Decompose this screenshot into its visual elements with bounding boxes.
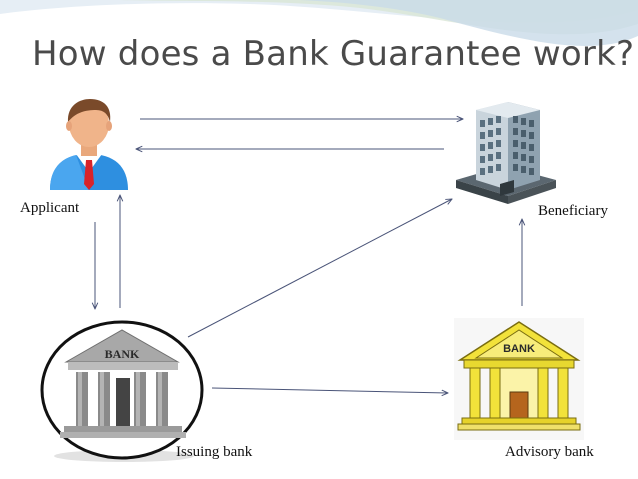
beneficiary-node (452, 96, 562, 216)
advisory-bank-node: BANK (454, 318, 584, 445)
beneficiary-label: Beneficiary (538, 203, 608, 219)
issuing-bank-sign: BANK (105, 347, 140, 361)
advisory-bank-label: Advisory bank (505, 444, 594, 460)
header-swoosh (0, 0, 638, 47)
bank-building-icon: BANK (40, 320, 204, 462)
arrow-issuing-bank-to-advisory-bank (211, 387, 448, 393)
applicant-node (46, 96, 132, 197)
issuing-bank-node: BANK (38, 316, 210, 471)
arrow-issuing-bank-to-beneficiary (187, 199, 452, 338)
page-title: How does a Bank Guarantee work? (32, 34, 635, 74)
businessman-icon (50, 99, 128, 190)
office-building-icon (456, 102, 556, 204)
issuing-bank-label: Issuing bank (176, 444, 253, 460)
bank-building-icon: BANK (454, 318, 584, 440)
applicant-label: Applicant (20, 200, 80, 216)
advisory-bank-sign: BANK (503, 343, 535, 355)
